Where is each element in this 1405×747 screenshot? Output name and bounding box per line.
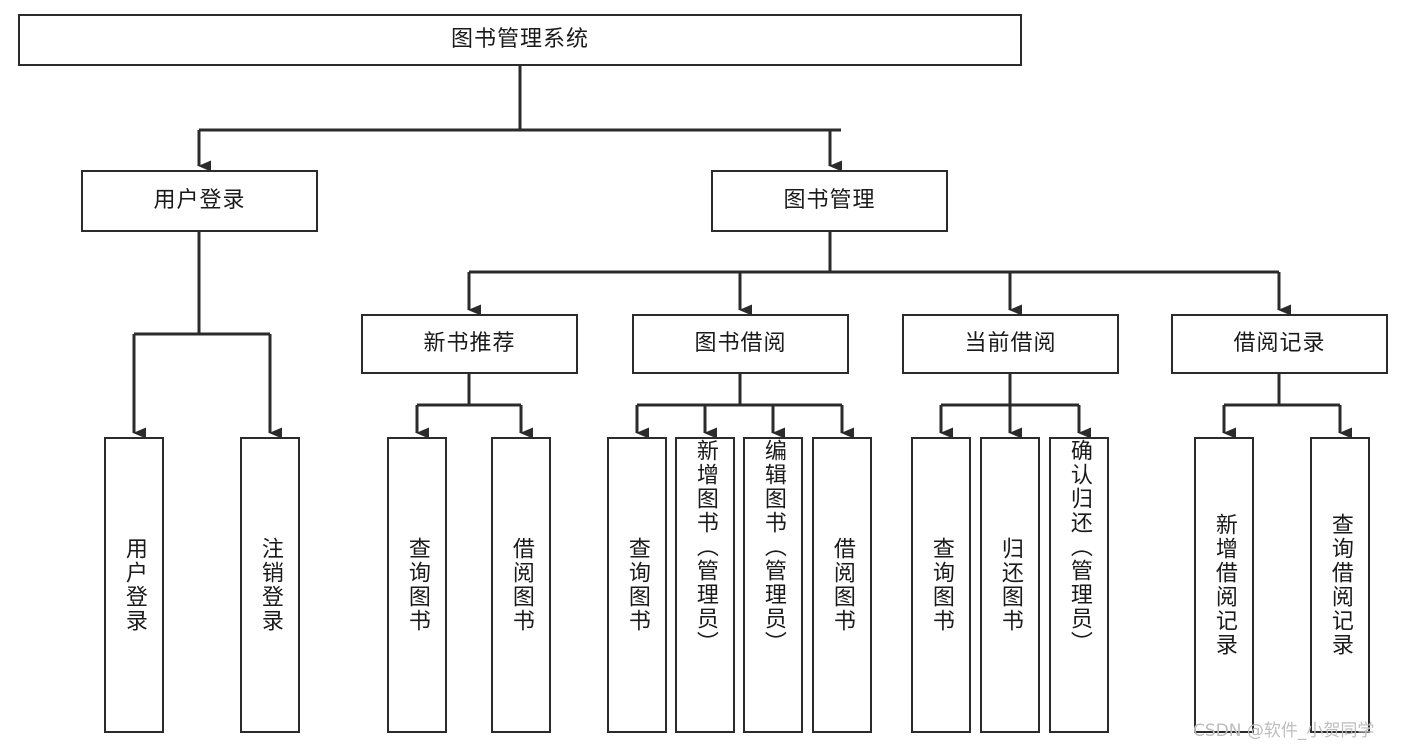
node-label: 新书推荐 bbox=[423, 331, 516, 357]
node-label: 图书借阅 bbox=[694, 331, 787, 357]
node-book-management[interactable]: 图书管理 bbox=[711, 170, 948, 232]
leaf-book-borrow-borrow-books[interactable]: 借阅图书 bbox=[812, 437, 872, 733]
node-label: 借阅图书 bbox=[508, 537, 534, 633]
node-label: 新增图书（管理员） bbox=[692, 439, 718, 655]
node-book-borrowing[interactable]: 图书借阅 bbox=[632, 314, 849, 374]
leaf-current-borrow-confirm-return-admin[interactable]: 确认归还（管理员） bbox=[1049, 437, 1109, 733]
node-label: 借阅记录 bbox=[1233, 331, 1326, 357]
node-label: 图书管理 bbox=[783, 188, 876, 214]
node-label: 新增借阅记录 bbox=[1211, 513, 1237, 657]
node-label: 用户登录 bbox=[153, 188, 246, 214]
leaf-current-borrow-return-books[interactable]: 归还图书 bbox=[980, 437, 1040, 733]
leaf-book-borrow-edit-book-admin[interactable]: 编辑图书（管理员） bbox=[743, 437, 803, 733]
csdn-watermark: CSDN @软件_小贺同学 bbox=[1193, 721, 1375, 741]
node-current-borrowing[interactable]: 当前借阅 bbox=[902, 314, 1119, 374]
node-borrowing-records[interactable]: 借阅记录 bbox=[1171, 314, 1388, 374]
node-label: 图书管理系统 bbox=[450, 27, 589, 53]
node-user-login[interactable]: 用户登录 bbox=[81, 170, 318, 232]
leaf-user-login-signin[interactable]: 用户登录 bbox=[104, 437, 164, 733]
node-label: 查询借阅记录 bbox=[1327, 513, 1353, 657]
node-root-book-management-system[interactable]: 图书管理系统 bbox=[18, 14, 1022, 66]
node-label: 确认归还（管理员） bbox=[1066, 439, 1092, 655]
leaf-user-login-signout[interactable]: 注销登录 bbox=[240, 437, 300, 733]
node-new-book-recommendation[interactable]: 新书推荐 bbox=[361, 314, 578, 374]
leaf-book-borrow-query-books[interactable]: 查询图书 bbox=[607, 437, 667, 733]
node-label: 编辑图书（管理员） bbox=[760, 439, 786, 655]
node-label: 查询图书 bbox=[624, 537, 650, 633]
leaf-book-borrow-add-book-admin[interactable]: 新增图书（管理员） bbox=[675, 437, 735, 733]
leaf-new-book-borrow-books[interactable]: 借阅图书 bbox=[491, 437, 551, 733]
leaf-borrow-record-query-record[interactable]: 查询借阅记录 bbox=[1310, 437, 1370, 733]
node-label: 借阅图书 bbox=[829, 537, 855, 633]
node-label: 注销登录 bbox=[257, 537, 283, 633]
node-label: 归还图书 bbox=[997, 537, 1023, 633]
node-label: 用户登录 bbox=[121, 537, 147, 633]
leaf-borrow-record-add-record[interactable]: 新增借阅记录 bbox=[1194, 437, 1254, 733]
node-label: 当前借阅 bbox=[964, 331, 1057, 357]
leaf-current-borrow-query-books[interactable]: 查询图书 bbox=[911, 437, 971, 733]
node-label: 查询图书 bbox=[404, 537, 430, 633]
leaf-new-book-query-books[interactable]: 查询图书 bbox=[387, 437, 447, 733]
node-label: 查询图书 bbox=[928, 537, 954, 633]
